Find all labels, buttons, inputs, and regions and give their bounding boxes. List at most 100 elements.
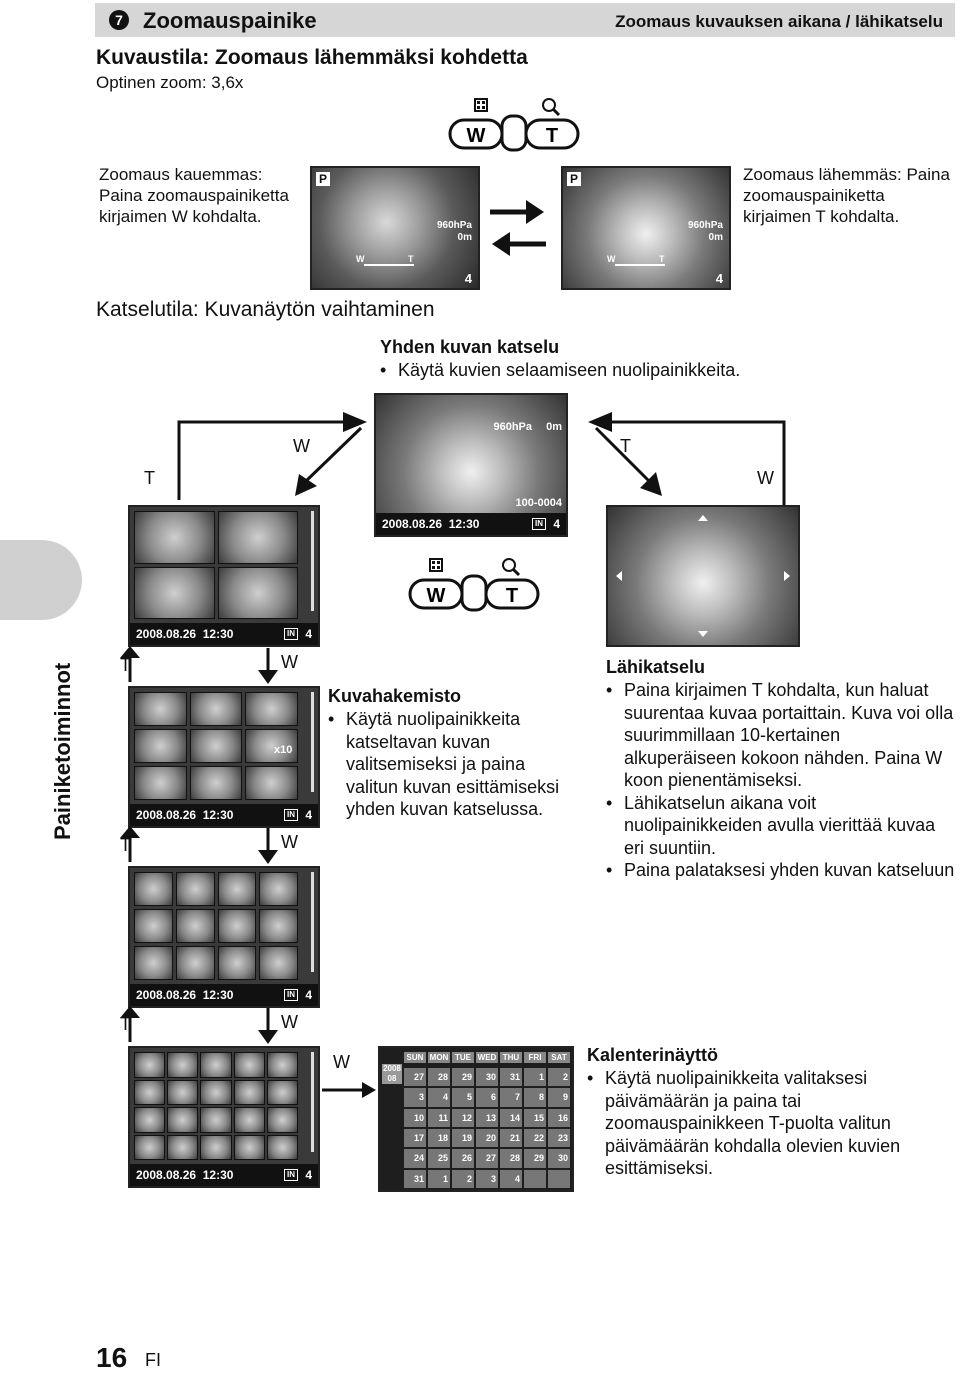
calendar-day[interactable]: 4 <box>428 1088 450 1107</box>
calendar-day[interactable]: 16 <box>548 1108 570 1127</box>
wide-grid-icon <box>474 98 488 112</box>
calendar-day[interactable]: 25 <box>428 1149 450 1168</box>
thumbnail[interactable] <box>134 729 187 763</box>
thumbnail[interactable] <box>217 872 257 906</box>
calendar-day[interactable]: 1 <box>428 1169 450 1188</box>
calendar-day[interactable]: 15 <box>524 1108 546 1127</box>
zoom-in-text: Zoomaus lähemmäs: Paina zoomauspainikett… <box>743 165 950 226</box>
thumbnail[interactable] <box>245 766 298 800</box>
calendar-day[interactable]: 4 <box>500 1169 522 1188</box>
thumbnail[interactable] <box>259 946 298 980</box>
calendar-day[interactable]: 31 <box>404 1169 426 1188</box>
thumbnail[interactable] <box>200 1052 232 1078</box>
calendar-day[interactable]: 28 <box>428 1068 450 1087</box>
calendar-day[interactable]: 1 <box>524 1068 546 1087</box>
thumbnail[interactable] <box>266 1134 298 1160</box>
thumbnail[interactable] <box>217 909 257 943</box>
calendar-day[interactable]: 20 <box>476 1128 498 1148</box>
thumbnail[interactable] <box>266 1052 298 1078</box>
calendar-day[interactable]: 27 <box>476 1149 498 1168</box>
calendar-day[interactable]: 18 <box>428 1128 450 1148</box>
calendar-day[interactable]: 13 <box>476 1108 498 1127</box>
calendar-day[interactable]: 12 <box>452 1108 474 1127</box>
thumbnail[interactable] <box>259 909 298 943</box>
thumbnail[interactable] <box>175 909 215 943</box>
thumbnail[interactable] <box>167 1079 199 1105</box>
thumbnail[interactable] <box>233 1134 265 1160</box>
side-tab <box>0 540 82 620</box>
thumbnail[interactable] <box>189 766 243 800</box>
thumbnail[interactable] <box>266 1079 298 1105</box>
calendar-day[interactable] <box>548 1169 570 1188</box>
calendar-day[interactable]: 11 <box>428 1108 450 1127</box>
arrow-left-icon <box>616 571 622 581</box>
calendar-day[interactable]: 10 <box>404 1108 426 1127</box>
calendar-day[interactable]: 22 <box>524 1128 546 1148</box>
section-header: 7 Zoomauspainike Zoomaus kuvauksen aikan… <box>95 3 955 37</box>
thumbnail[interactable] <box>266 1107 298 1133</box>
thumbnail[interactable] <box>134 909 173 943</box>
thumbnail[interactable] <box>200 1134 232 1160</box>
thumbnail[interactable] <box>167 1107 199 1133</box>
calendar-day[interactable]: 6 <box>476 1088 498 1107</box>
thumbnail[interactable] <box>134 872 173 906</box>
thumbnail[interactable] <box>233 1107 265 1133</box>
thumbnail[interactable] <box>134 566 215 619</box>
thumbnail[interactable] <box>134 692 187 726</box>
thumbnail[interactable] <box>217 511 298 564</box>
thumbnail[interactable] <box>189 729 243 763</box>
thumbnail[interactable] <box>167 1134 199 1160</box>
thumbnail[interactable] <box>134 1134 166 1160</box>
thumbnail[interactable] <box>233 1079 265 1105</box>
calendar-day[interactable]: 27 <box>404 1068 426 1087</box>
calendar-day[interactable]: 14 <box>500 1108 522 1127</box>
thumbnail[interactable] <box>134 1052 166 1078</box>
section-number: 7 <box>109 10 129 30</box>
calendar-day[interactable]: 30 <box>476 1068 498 1087</box>
thumbnail[interactable] <box>200 1079 232 1105</box>
date-readout: 2008.08.26 12:30 <box>382 517 480 531</box>
thumbnail[interactable] <box>134 511 215 564</box>
calendar-day[interactable]: 9 <box>548 1088 570 1107</box>
thumbnail[interactable] <box>259 872 298 906</box>
thumbnail[interactable] <box>134 946 173 980</box>
calendar-day[interactable]: 19 <box>452 1128 474 1148</box>
thumbnail[interactable] <box>245 692 298 726</box>
thumbnail[interactable] <box>167 1052 199 1078</box>
thumbnail[interactable] <box>175 872 215 906</box>
calendar-day[interactable]: 29 <box>452 1068 474 1087</box>
calendar-day[interactable]: 2 <box>548 1068 570 1087</box>
calendar-day[interactable]: 2 <box>452 1169 474 1188</box>
calendar-day[interactable]: 3 <box>404 1088 426 1107</box>
calendar-day[interactable]: 26 <box>452 1149 474 1168</box>
calendar-day[interactable]: 23 <box>548 1128 570 1148</box>
scrollbar[interactable] <box>311 872 314 972</box>
calendar-day[interactable]: 5 <box>452 1088 474 1107</box>
thumbnail[interactable] <box>217 566 298 619</box>
thumbnail[interactable] <box>200 1107 232 1133</box>
calendar-day[interactable]: 24 <box>404 1149 426 1168</box>
calendar-day[interactable]: 28 <box>500 1149 522 1168</box>
thumbnail[interactable] <box>134 1079 166 1105</box>
calendar-day[interactable]: 3 <box>476 1169 498 1188</box>
thumbnail[interactable] <box>233 1052 265 1078</box>
thumbnail[interactable] <box>189 692 243 726</box>
calendar-day[interactable]: 21 <box>500 1128 522 1148</box>
scrollbar[interactable] <box>311 1052 314 1152</box>
thumbnail[interactable] <box>245 729 298 763</box>
calendar-day[interactable] <box>524 1169 546 1188</box>
thumbnail[interactable] <box>134 766 187 800</box>
calendar-day[interactable]: 17 <box>404 1128 426 1148</box>
calendar-day[interactable]: 7 <box>500 1088 522 1107</box>
thumbnail[interactable] <box>134 1107 166 1133</box>
calendar-day[interactable]: 31 <box>500 1068 522 1087</box>
calendar-day[interactable]: 8 <box>524 1088 546 1107</box>
calendar-day[interactable]: 30 <box>548 1149 570 1168</box>
scrollbar[interactable] <box>311 511 314 611</box>
zoom-bar-t: T <box>659 254 665 264</box>
thumbnail[interactable] <box>175 946 215 980</box>
calendar-day[interactable]: 29 <box>524 1149 546 1168</box>
scrollbar[interactable] <box>311 692 314 792</box>
thumbnail[interactable] <box>217 946 257 980</box>
shots-remaining: 4 <box>464 271 472 286</box>
